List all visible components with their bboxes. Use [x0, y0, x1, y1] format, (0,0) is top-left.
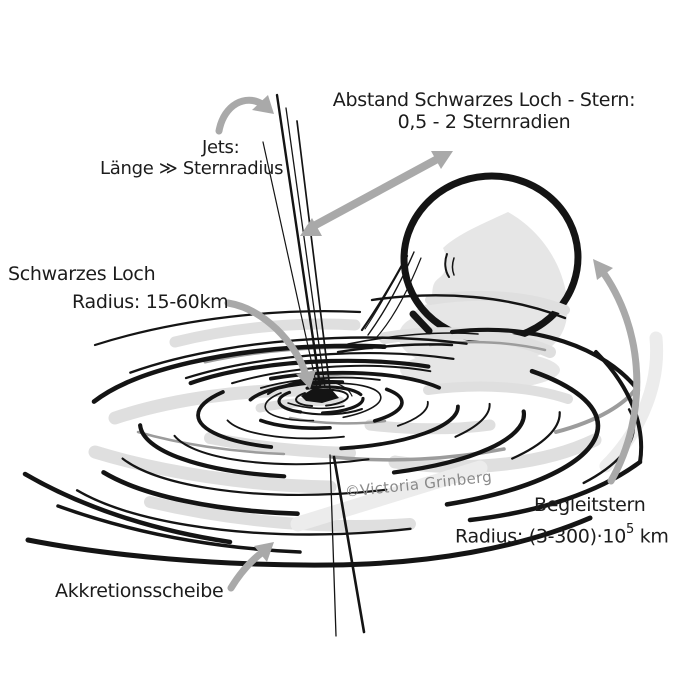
label-distance-line1: Abstand Schwarzes Loch - Stern:	[332, 89, 636, 111]
label-black-hole-line2: Radius: 15-60km	[72, 291, 229, 313]
lower-jet	[329, 454, 337, 637]
hot-spot-mark	[409, 310, 433, 335]
label-distance-line2: 0,5 - 2 Sternradien	[397, 111, 571, 133]
double-arrow-distance-icon	[300, 151, 453, 236]
label-jets-line2: Länge ≫ Sternradius	[100, 158, 284, 179]
curved-arrow-to-jets-icon	[215, 95, 274, 135]
label-accretion-disk: Akkretionsscheibe	[55, 580, 224, 602]
light-swath-bottom	[290, 460, 488, 532]
label-distance: Abstand Schwarzes Loch - Stern: 0,5 - 2 …	[332, 89, 636, 133]
companion-radius-suffix: km	[633, 525, 669, 548]
companion-radius-exponent: 5	[626, 522, 634, 537]
jets	[262, 93, 366, 637]
label-companion-radius: Radius: (3-300)·105 km	[455, 522, 669, 548]
accretion-stream	[336, 251, 479, 354]
curved-arrow-to-companion-icon	[593, 259, 641, 485]
companion-radius-prefix: Radius: (3-300)·10	[455, 525, 626, 548]
label-companion-line1: Begleitstern	[534, 494, 646, 516]
curved-arrow-to-black-hole-icon	[224, 299, 316, 389]
light-swath-right	[599, 331, 664, 473]
curved-arrow-to-disk-icon	[227, 542, 274, 592]
annotation-arrows	[215, 95, 641, 592]
black-hole-blob	[301, 388, 339, 403]
star-surface-mark	[444, 253, 450, 278]
label-jets-line1: Jets:	[202, 137, 240, 158]
upper-jet	[275, 93, 322, 388]
star-surface-mark-2	[451, 257, 455, 276]
companion-star	[398, 172, 582, 390]
star-shadow-on-disk	[400, 350, 560, 390]
label-black-hole-line1: Schwarzes Loch	[8, 263, 156, 285]
